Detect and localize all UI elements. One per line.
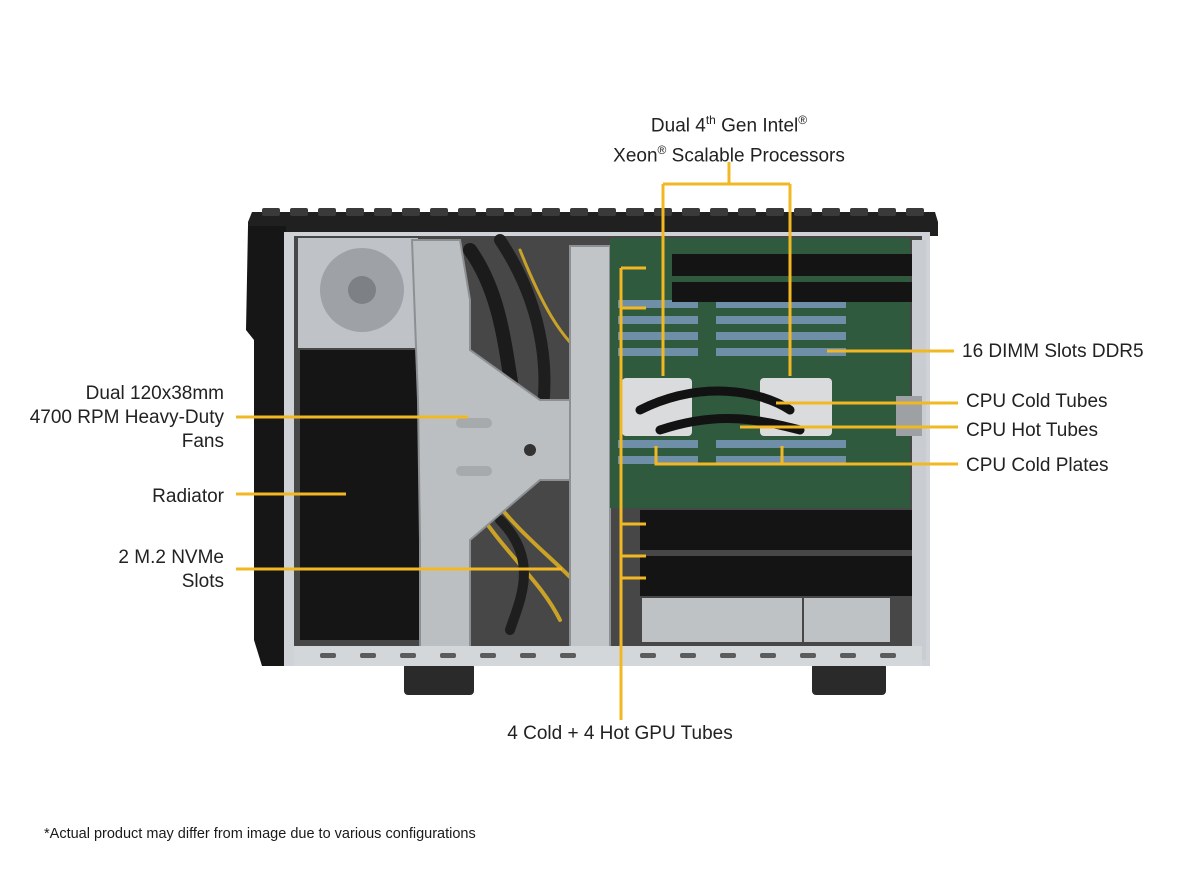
fans-label: Dual 120x38mm 4700 RPM Heavy-Duty Fans (29, 383, 224, 452)
callout-lines (236, 162, 958, 720)
front-bezel (246, 226, 286, 666)
top-cover (248, 208, 938, 236)
processors-label: Dual 4th Gen Intel® Xeon® Scalable Proce… (613, 113, 845, 167)
cpu-hot-tubes-label: CPU Hot Tubes (966, 420, 1098, 441)
disclaimer-footnote: *Actual product may differ from image du… (44, 826, 476, 842)
support-bracket (410, 239, 581, 651)
gpu-tubes-label: 4 Cold + 4 Hot GPU Tubes (507, 723, 733, 744)
motherboard (610, 238, 910, 508)
nvme-label: 2 M.2 NVMe Slots (118, 547, 224, 592)
gpu-card-1 (640, 510, 920, 550)
pcie-card-top-1 (672, 254, 922, 276)
gpu-card-2 (640, 556, 920, 596)
radiator-label: Radiator (152, 486, 224, 507)
dimm-label: 16 DIMM Slots DDR5 (962, 341, 1144, 362)
foot-left (404, 663, 474, 695)
cpu-cold-plates-label: CPU Cold Plates (966, 455, 1109, 476)
cpu-cold-tubes-label: CPU Cold Tubes (966, 391, 1108, 412)
foot-right (812, 663, 886, 695)
